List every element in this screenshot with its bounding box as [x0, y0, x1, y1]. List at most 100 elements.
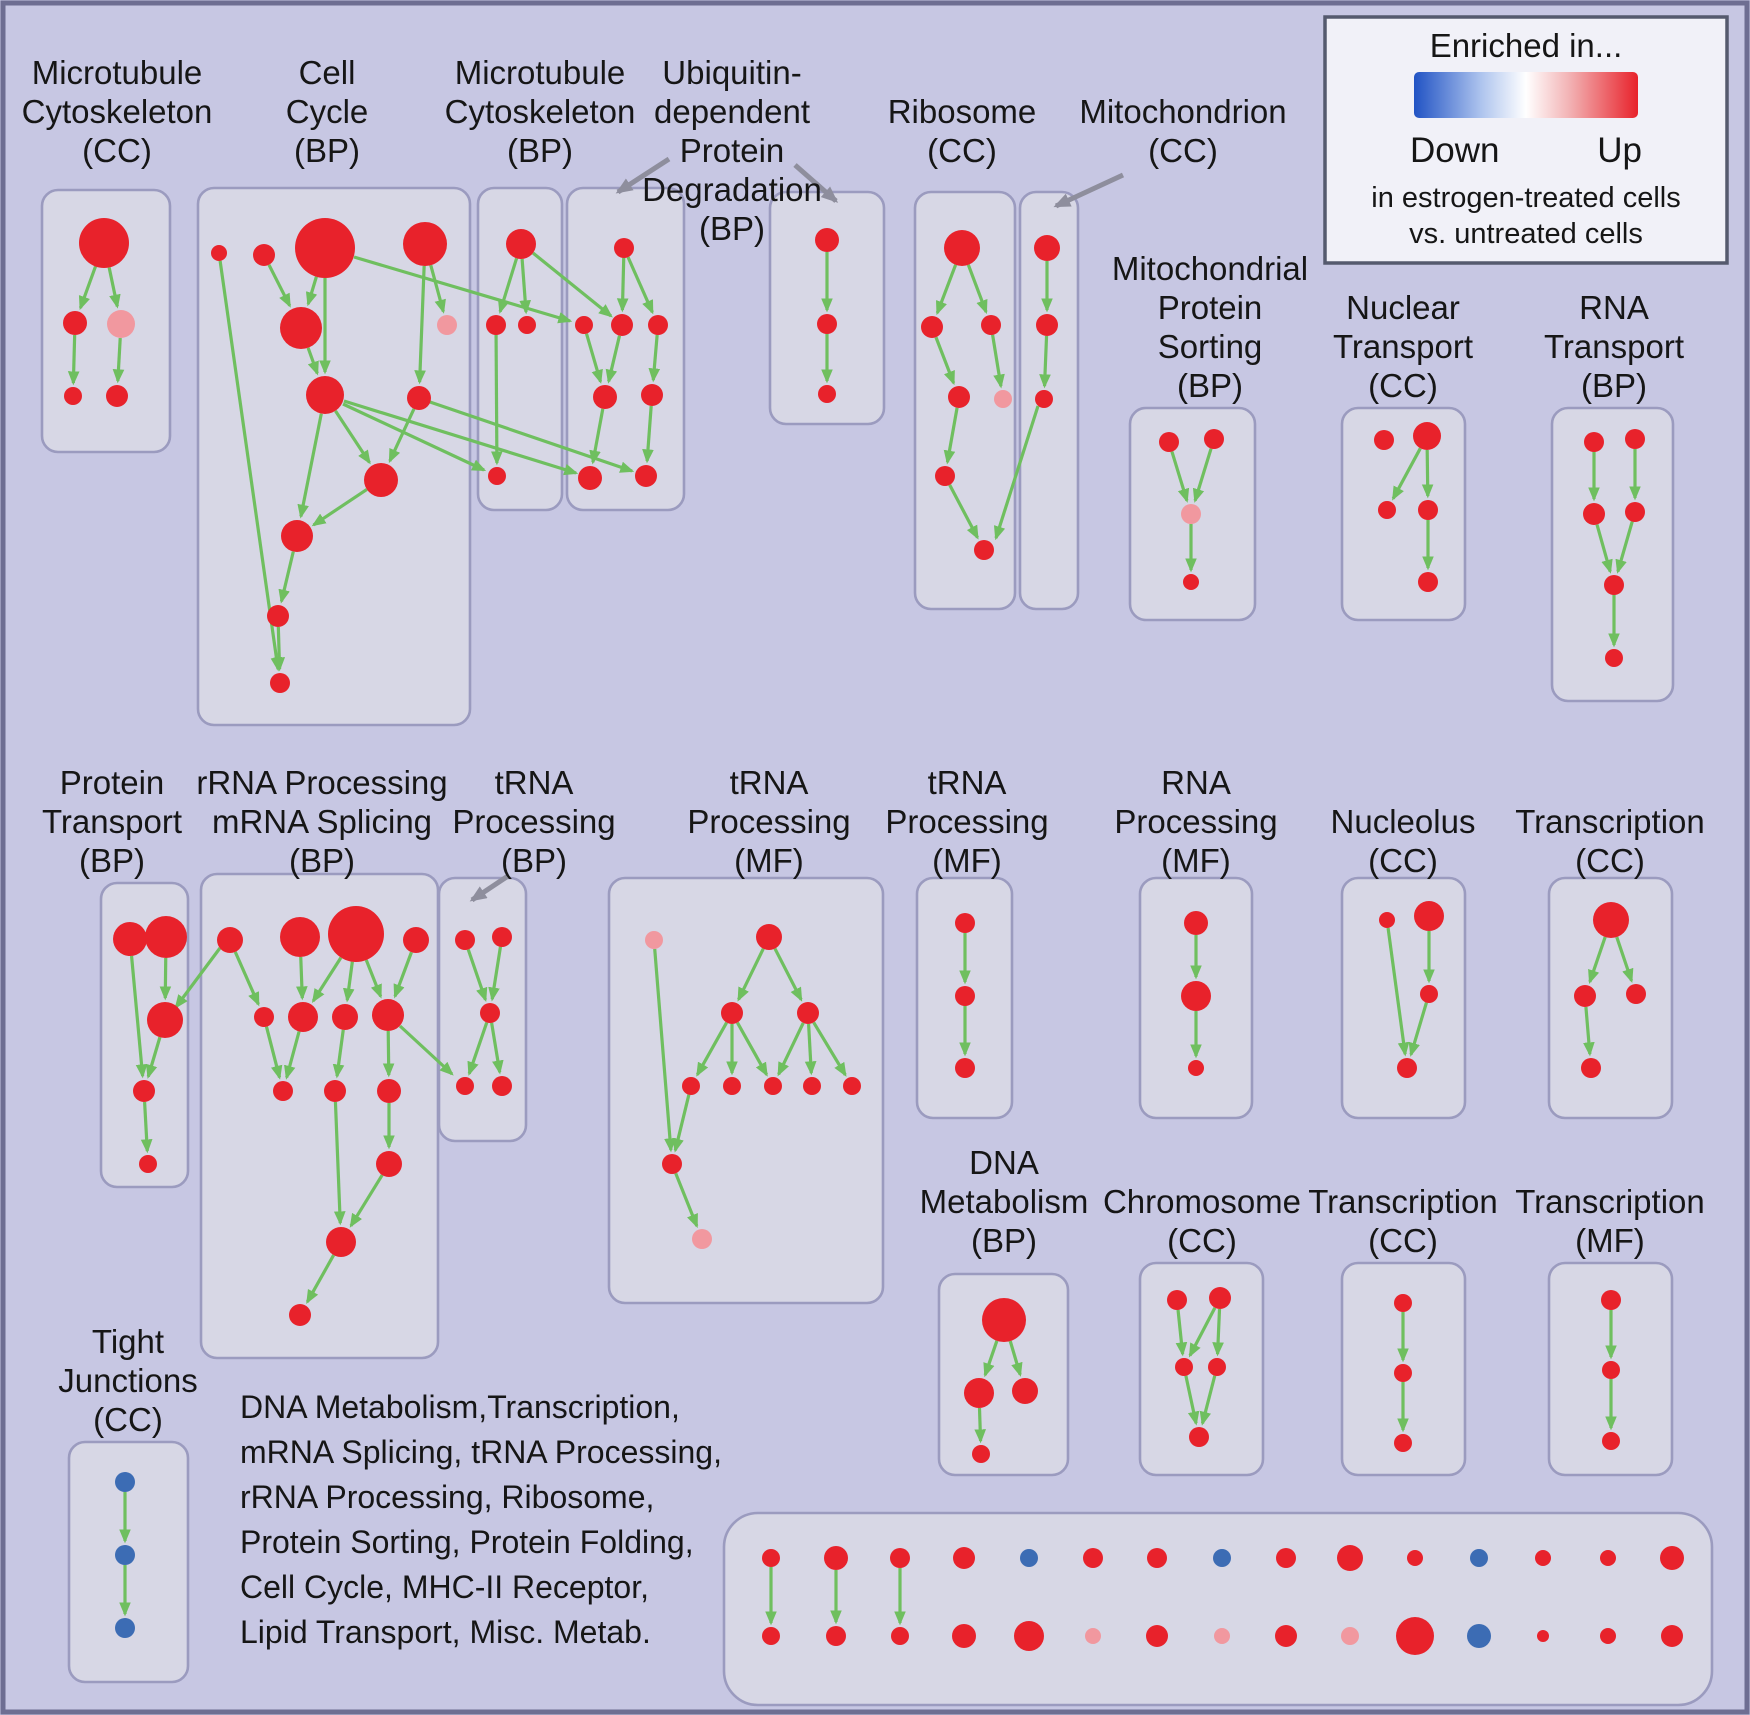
edge-arrow — [948, 484, 979, 540]
node-red — [797, 1002, 819, 1024]
edge-arrow — [67, 334, 80, 386]
node-red — [324, 1080, 346, 1102]
group-box-transcription-cc-middle — [1547, 876, 1674, 1120]
node-red — [280, 307, 322, 349]
edge-arrow — [264, 1026, 283, 1080]
edge-arrow — [332, 1029, 345, 1079]
node-red — [1414, 901, 1444, 931]
node-red — [1378, 501, 1396, 519]
group-box-microtubule-cytoskeleton-cc — [40, 188, 172, 454]
node-red — [955, 1058, 975, 1078]
edge-arrow — [273, 626, 286, 672]
annotation-arrow — [469, 873, 510, 903]
node-red — [944, 230, 980, 266]
node-red — [376, 1151, 402, 1177]
edge-arrow — [311, 488, 368, 527]
node-red — [1396, 1617, 1434, 1655]
node-pink — [107, 310, 135, 338]
node-red — [1181, 981, 1211, 1011]
node-red — [578, 466, 602, 490]
node-red — [1175, 1358, 1193, 1376]
node-red — [332, 1004, 358, 1030]
edge-arrow — [943, 407, 959, 465]
edge-arrow — [1588, 936, 1607, 985]
node-red — [63, 311, 87, 335]
node-red — [492, 927, 512, 947]
edge-arrow — [993, 405, 1040, 541]
edge-arrow — [342, 402, 487, 472]
node-pink — [437, 315, 457, 335]
group-box-nuclear-transport-cc — [1340, 406, 1467, 622]
node-red — [955, 913, 975, 933]
annotation-arrow — [793, 163, 839, 203]
node-red — [1583, 503, 1605, 525]
edge-arrow — [490, 1022, 504, 1075]
edge-arrow — [934, 336, 956, 386]
node-red — [364, 463, 398, 497]
edge-arrow — [429, 264, 446, 314]
node-red — [1418, 500, 1438, 520]
edge-arrow — [626, 256, 654, 315]
node-red — [64, 387, 82, 405]
node-red — [1600, 1550, 1616, 1566]
node-red — [1604, 575, 1624, 595]
node-red — [817, 314, 837, 334]
node-red — [288, 1002, 318, 1032]
edge-arrow — [306, 347, 319, 376]
label-transcription-cc-bottom: Transcription(CC) — [1308, 1183, 1498, 1259]
node-red — [488, 467, 506, 485]
edge-arrow — [267, 264, 292, 308]
node-red — [1584, 432, 1604, 452]
node-red — [955, 986, 975, 1006]
edge-arrow — [393, 951, 413, 999]
legend-subtitle-line1: in estrogen-treated cells — [1371, 182, 1681, 214]
node-red — [295, 218, 355, 278]
edge-arrow — [218, 260, 283, 672]
node-red — [843, 1077, 861, 1095]
edge-arrow — [804, 1023, 817, 1076]
node-red — [682, 1077, 700, 1095]
edge-arrow — [1615, 936, 1634, 983]
edge-arrow — [991, 334, 1005, 389]
edge-arrow — [429, 400, 635, 473]
node-blue — [1020, 1549, 1038, 1567]
edge-arrow — [414, 265, 426, 385]
edge-arrow — [983, 1340, 999, 1378]
edge-arrow — [695, 1021, 729, 1077]
node-red — [1146, 1625, 1168, 1647]
node-red — [1394, 1294, 1412, 1312]
node-red — [593, 385, 617, 409]
node-red — [372, 999, 404, 1031]
node-red — [1014, 1621, 1044, 1651]
edge-arrow — [140, 1101, 153, 1154]
edge-arrow — [342, 961, 355, 1003]
node-pink — [645, 931, 663, 949]
node-red — [1159, 432, 1179, 452]
edge-arrow — [1192, 448, 1213, 503]
label-misc-groups: DNA Metabolism,Transcription,mRNA Splici… — [240, 1389, 722, 1650]
edge-arrow — [333, 1101, 346, 1226]
edge-arrow — [616, 257, 629, 313]
edge-arrow — [466, 948, 488, 1002]
edge-arrow — [129, 955, 148, 1079]
edge-arrow — [364, 959, 383, 999]
node-red — [614, 238, 634, 258]
node-red — [1574, 985, 1596, 1007]
node-red — [254, 1007, 274, 1027]
node-red — [1625, 502, 1645, 522]
edge-arrow — [1175, 1309, 1188, 1357]
node-red — [1407, 1550, 1423, 1566]
edge-arrow — [284, 1031, 301, 1080]
node-red — [1275, 1625, 1297, 1647]
node-red — [641, 384, 663, 406]
edge-arrow — [1008, 1340, 1023, 1377]
edge-arrow — [145, 1036, 162, 1079]
legend-up-label: Up — [1597, 131, 1642, 170]
